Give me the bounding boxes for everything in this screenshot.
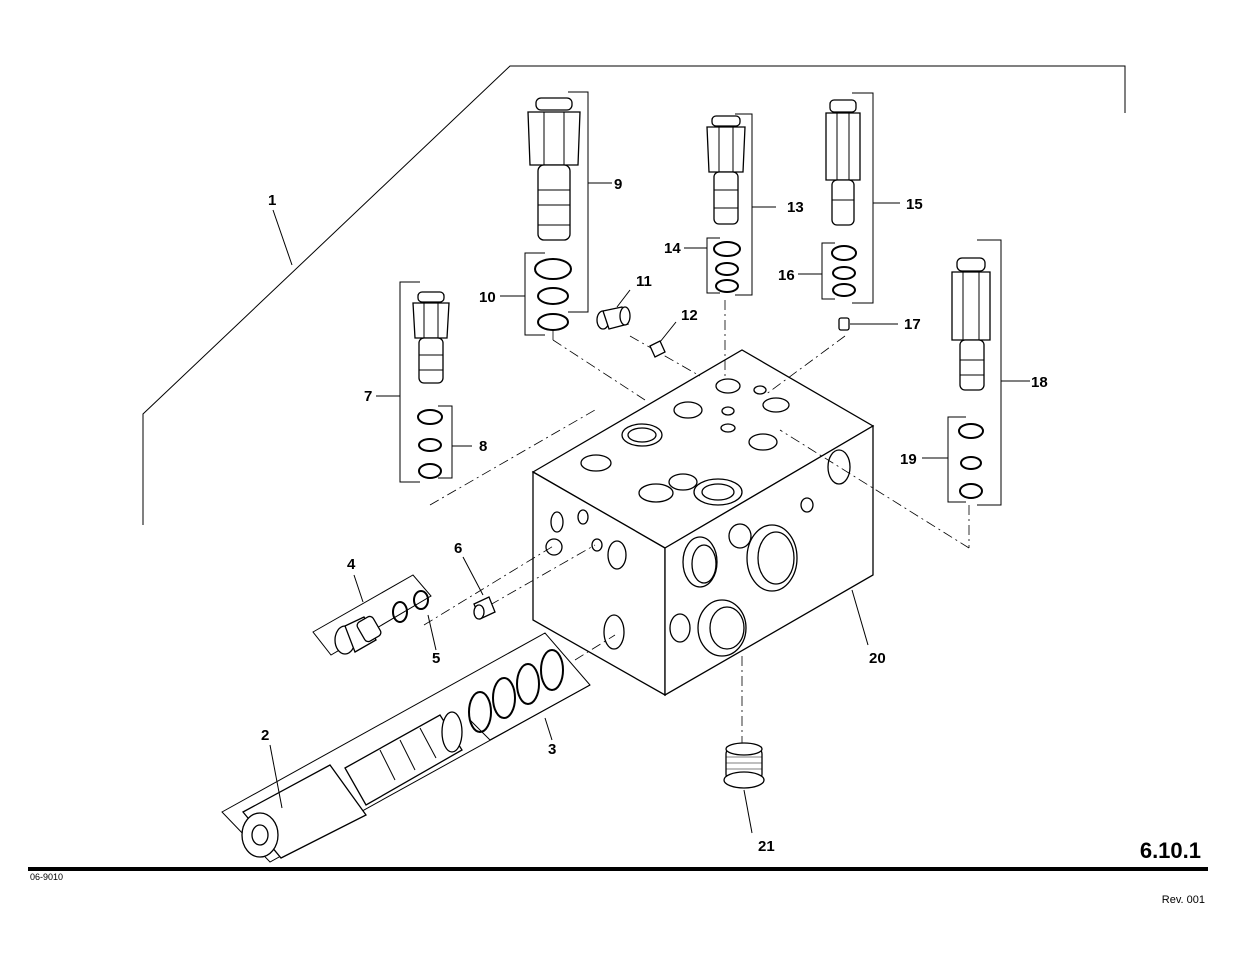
- callout-20: 20: [869, 650, 886, 667]
- callout-3: 3: [548, 741, 556, 758]
- callout-19: 19: [900, 451, 917, 468]
- callout-4: 4: [347, 556, 356, 573]
- assembly-bracket: [142, 65, 1126, 525]
- callout-5: 5: [432, 650, 440, 667]
- center-lines: [423, 300, 970, 745]
- cartridge-valve-13: [684, 113, 776, 296]
- revision-label: Rev. 001: [1161, 894, 1205, 906]
- drawing-code: 06-9010: [30, 872, 64, 882]
- callout-9: 9: [614, 176, 622, 193]
- manifold-block: [531, 349, 875, 697]
- relief-valve-2: [221, 632, 591, 863]
- callout-11: 11: [636, 273, 652, 290]
- footer-rule: [28, 867, 1208, 871]
- callout-15: 15: [906, 196, 923, 213]
- callout-14: 14: [664, 240, 681, 257]
- callout-6: 6: [454, 540, 462, 557]
- callout-2: 2: [261, 727, 269, 744]
- plug-21: [723, 742, 765, 834]
- callout-8: 8: [479, 438, 487, 455]
- cartridge-4: [312, 574, 437, 656]
- cartridge-valve-9: [500, 91, 612, 336]
- callout-12: 12: [681, 307, 698, 324]
- callout-16: 16: [778, 267, 795, 284]
- cartridge-valve-7: [376, 281, 472, 483]
- callout-labels: 1 2 3 4 5 6 7 8 9 10 11 12 13 14 15 16 1…: [261, 176, 1048, 855]
- callout-21: 21: [758, 838, 775, 855]
- callout-17: 17: [904, 316, 921, 333]
- plugs-11-12: [596, 289, 677, 358]
- page-number: 6.10.1: [1139, 838, 1201, 863]
- cartridge-valve-18: [922, 239, 1030, 506]
- callout-13: 13: [787, 199, 804, 216]
- callout-18: 18: [1031, 374, 1048, 391]
- callout-10: 10: [479, 289, 496, 306]
- cartridge-valve-15: [798, 92, 900, 331]
- callout-7: 7: [364, 388, 372, 405]
- callout-1: 1: [268, 192, 276, 209]
- plug-6: [462, 556, 496, 620]
